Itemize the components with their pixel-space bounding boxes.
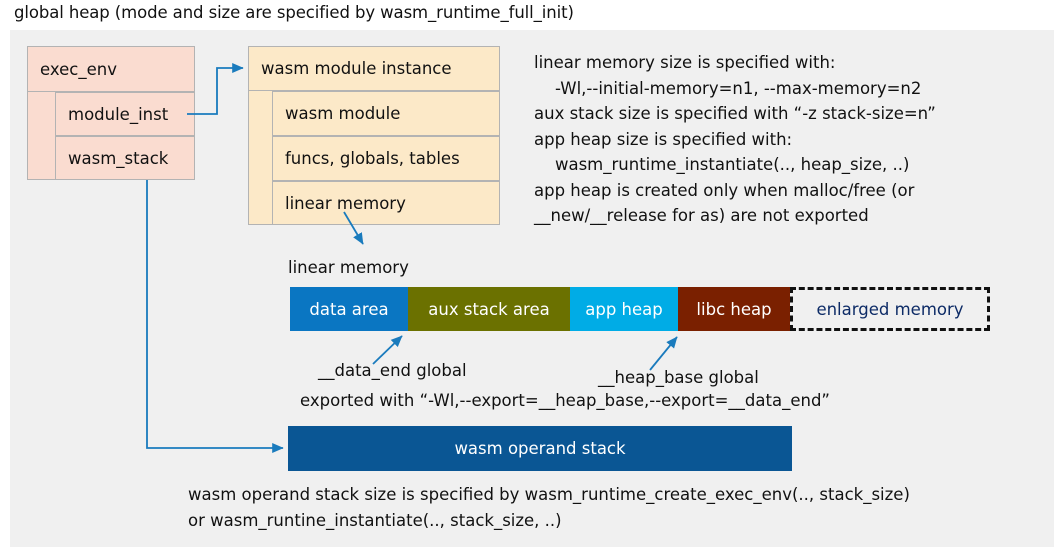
linear-memory-bar: data area aux stack area app heap libc h… [290,287,990,331]
memory-segment-aux-stack-area[interactable]: aux stack area [408,287,570,331]
linear-memory-notes: linear memory size is specified with: -W… [534,53,936,225]
memory-segment-libc-heap-label: libc heap [696,299,772,319]
operand-stack-note: wasm operand stack size is specified by … [188,485,910,530]
memory-segment-enlarged-memory[interactable]: enlarged memory [790,287,990,331]
exec-env-field-wasm-stack: wasm_stack [55,136,195,180]
memory-segment-data-area[interactable]: data area [290,287,408,331]
wasm-module-instance-field-funcs-globals-tables-label: funcs, globals, tables [285,149,460,168]
memory-segment-libc-heap[interactable]: libc heap [678,287,790,331]
memory-segment-data-area-label: data area [309,299,389,319]
exec-env-field-wasm-stack-label: wasm_stack [68,148,169,168]
annotation-heap-base: __heap_base global [598,368,759,387]
exec-env-field-module-inst: module_inst [55,92,195,136]
memory-segment-aux-stack-area-label: aux stack area [428,299,550,319]
wasm-module-instance-field-wasm-module: wasm module [272,91,500,136]
wasm-module-instance-header-row: wasm module instance [248,46,500,91]
exec-env-header-label: exec_env [40,59,117,79]
linear-memory-bar-label: linear memory [288,258,409,277]
wasm-module-instance-field-linear-memory-label: linear memory [285,193,406,213]
exec-env-field-module-inst-label: module_inst [68,104,169,124]
page-title: global heap (mode and size are specified… [14,3,574,22]
wasm-module-instance-field-wasm-module-label: wasm module [285,104,401,123]
memory-segment-enlarged-memory-label: enlarged memory [816,299,964,319]
memory-segment-app-heap-label: app heap [585,299,663,319]
exec-env-header-row: exec_env [27,46,195,92]
annotation-data-end: __data_end global [318,361,467,380]
wasm-module-instance-field-linear-memory: linear memory [272,181,500,225]
wasm-operand-stack-label: wasm operand stack [454,439,626,458]
annotation-exported-with: exported with “-Wl,--export=__heap_base,… [300,391,830,410]
memory-segment-app-heap[interactable]: app heap [570,287,678,331]
wasm-module-instance-header-label: wasm module instance [261,59,452,78]
wasm-module-instance-field-funcs-globals-tables: funcs, globals, tables [272,136,500,181]
wasm-operand-stack-box[interactable]: wasm operand stack [288,426,792,471]
